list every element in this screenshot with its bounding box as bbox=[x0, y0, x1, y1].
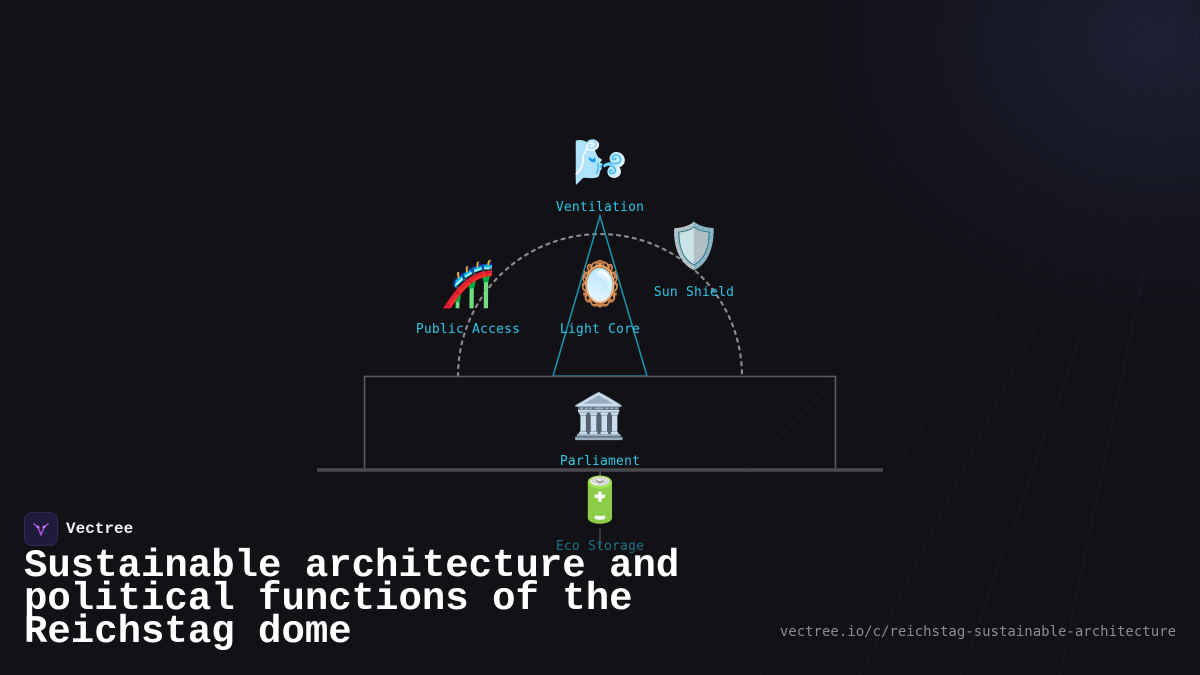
parliament-label: Parliament bbox=[559, 454, 641, 469]
brand[interactable]: Vectree bbox=[24, 512, 133, 546]
battery-icon: 🔋 bbox=[572, 475, 628, 526]
wind-icon: 🌬️ bbox=[572, 137, 628, 188]
classical-building-icon: 🏛️ bbox=[571, 391, 627, 442]
source-url[interactable]: vectree.io/c/reichstag-sustainable-archi… bbox=[779, 624, 1176, 640]
page-title: Sustainable architecture and political f… bbox=[24, 544, 680, 654]
roller-coaster-icon: 🎢 bbox=[440, 259, 496, 310]
public-access-label: Public Access bbox=[415, 322, 521, 337]
eco-storage-label: Eco Storage bbox=[555, 539, 645, 554]
dome-outline bbox=[456, 232, 744, 378]
vectree-logo-icon bbox=[24, 512, 58, 546]
light-core-label: Light Core bbox=[559, 322, 641, 337]
mirror-icon: 🪞 bbox=[572, 259, 628, 310]
brand-name: Vectree bbox=[66, 520, 134, 538]
ventilation-label: Ventilation bbox=[555, 200, 645, 215]
shield-icon: 🛡️ bbox=[666, 221, 722, 272]
sun-shield-label: Sun Shield bbox=[653, 285, 735, 300]
